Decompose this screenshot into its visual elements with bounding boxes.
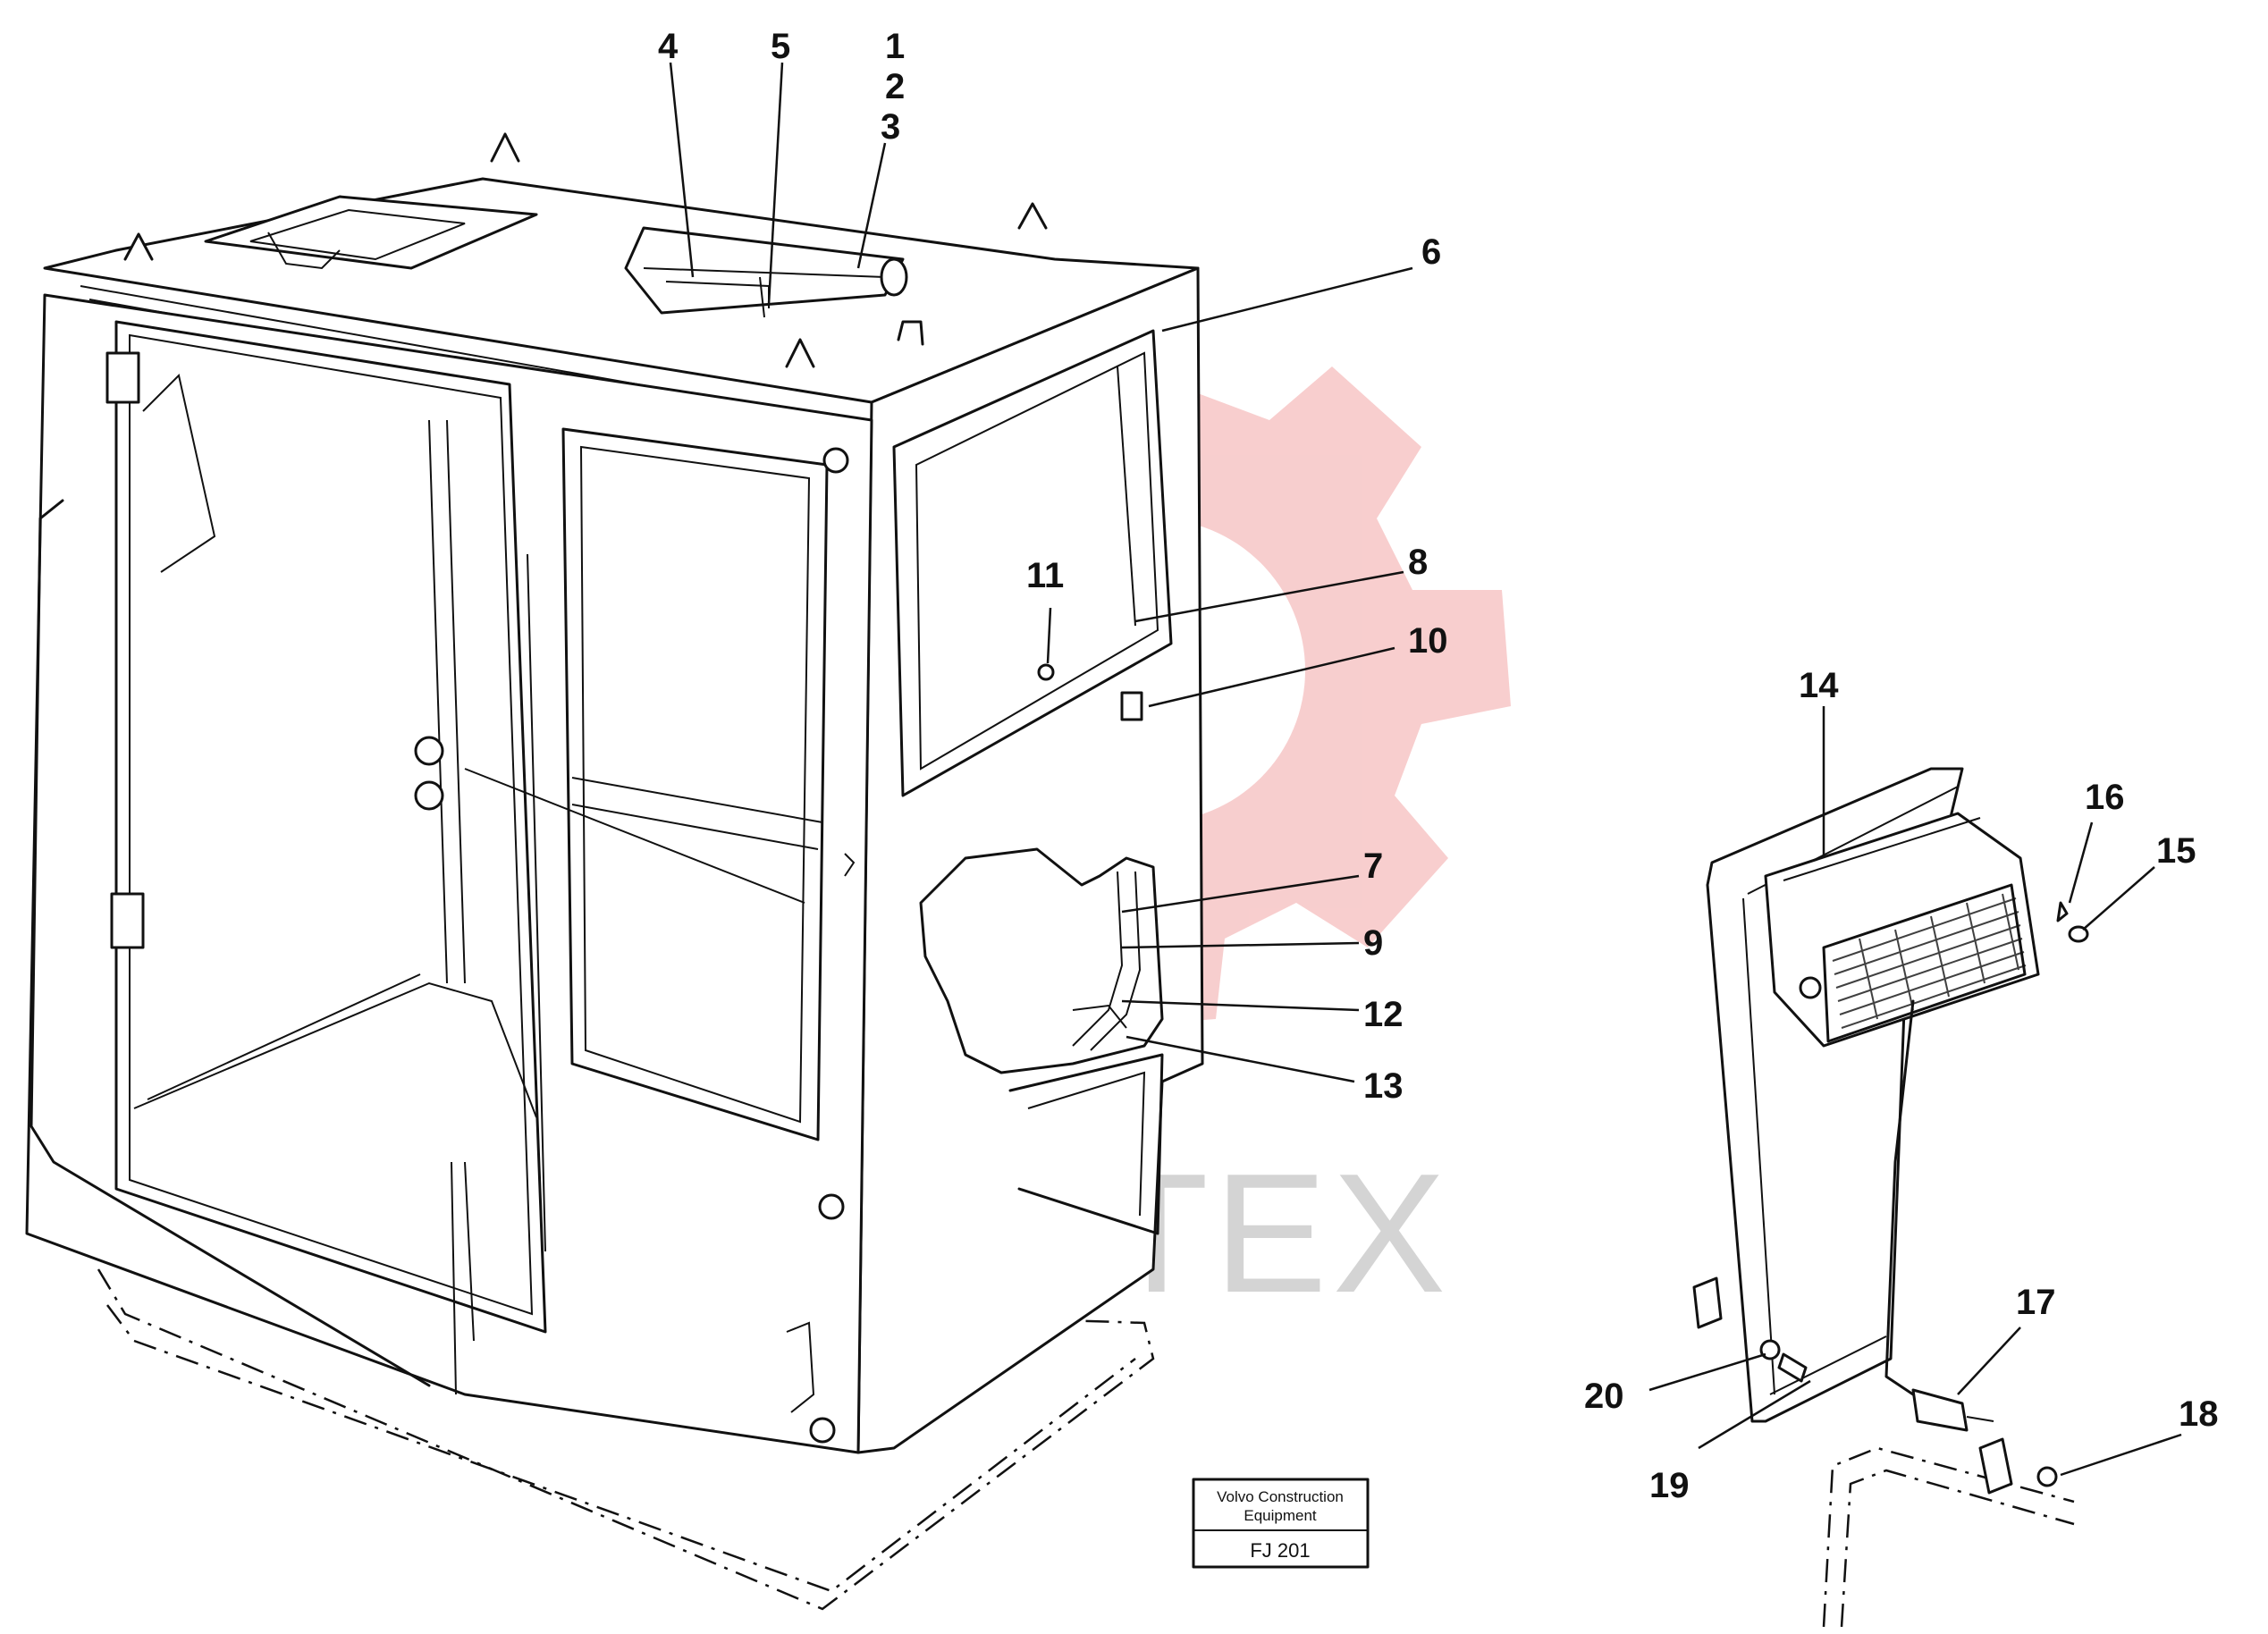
roof-hatch	[204, 195, 538, 270]
callout-12: 12	[1363, 995, 1404, 1034]
nut	[2036, 1466, 2058, 1487]
callout-9: 9	[1363, 923, 1383, 963]
lifting-eye	[1017, 202, 1048, 230]
stamp-line-2: Equipment	[1244, 1507, 1317, 1524]
cab-base-outline-inner	[106, 1304, 1136, 1593]
screw-head	[2068, 925, 2089, 943]
callout-5: 5	[771, 27, 790, 66]
washer	[1759, 1339, 1781, 1360]
mount-bolt	[809, 1417, 836, 1444]
callout-13: 13	[1363, 1066, 1404, 1106]
lifting-eye	[490, 132, 520, 163]
callout-16: 16	[2085, 778, 2125, 817]
lamp-cable	[1884, 999, 1915, 1396]
callout-19: 19	[1649, 1466, 1690, 1505]
work-lamp-assembly	[1692, 767, 2089, 1628]
callout-3: 3	[881, 107, 900, 147]
callout-4: 4	[658, 27, 679, 66]
cab-base-outline	[97, 1268, 1155, 1611]
operator-cab	[25, 132, 1204, 1611]
title-stamp: Volvo Construction Equipment FJ 201	[1192, 1478, 1370, 1569]
connector	[1911, 1388, 1969, 1432]
rear-window	[561, 427, 829, 1141]
handrail	[30, 499, 431, 1387]
side-window	[892, 329, 1173, 797]
cab-front-frame	[25, 293, 873, 1454]
screw	[2056, 901, 2069, 922]
callout-2: 2	[885, 67, 905, 106]
mount-bolt	[818, 1193, 845, 1220]
callout-10: 10	[1408, 621, 1448, 661]
bolt	[1777, 1352, 1808, 1383]
bracket-tab	[1692, 1276, 1723, 1329]
lifting-eye	[785, 338, 815, 368]
lamp-lens	[1822, 883, 2027, 1043]
lamp-body	[1764, 812, 2040, 1048]
callout-11: 11	[1026, 556, 1064, 595]
callout-8: 8	[1408, 543, 1428, 582]
stamp-code: FJ 201	[1250, 1539, 1310, 1562]
callout-6: 6	[1421, 232, 1441, 272]
callout-15: 15	[2156, 831, 2196, 871]
callout-7: 7	[1363, 846, 1383, 886]
callout-18: 18	[2179, 1394, 2219, 1434]
callout-1: 1	[885, 27, 905, 66]
stamp-line-1: Volvo Construction	[1217, 1488, 1344, 1505]
callout-20: 20	[1584, 1377, 1624, 1416]
clip	[1120, 691, 1143, 721]
lifting-eye	[123, 232, 154, 261]
leader-lines	[669, 62, 2182, 1477]
callout-labels: 1 2 3 4 5 6 7 8 9 10 11 12 13 14 15 16 1…	[658, 27, 2219, 1505]
callout-17: 17	[2016, 1283, 2056, 1322]
callout-14: 14	[1799, 666, 1839, 705]
mount-bolt	[822, 447, 849, 474]
roof-knob	[897, 320, 924, 346]
bolt	[1037, 663, 1055, 681]
